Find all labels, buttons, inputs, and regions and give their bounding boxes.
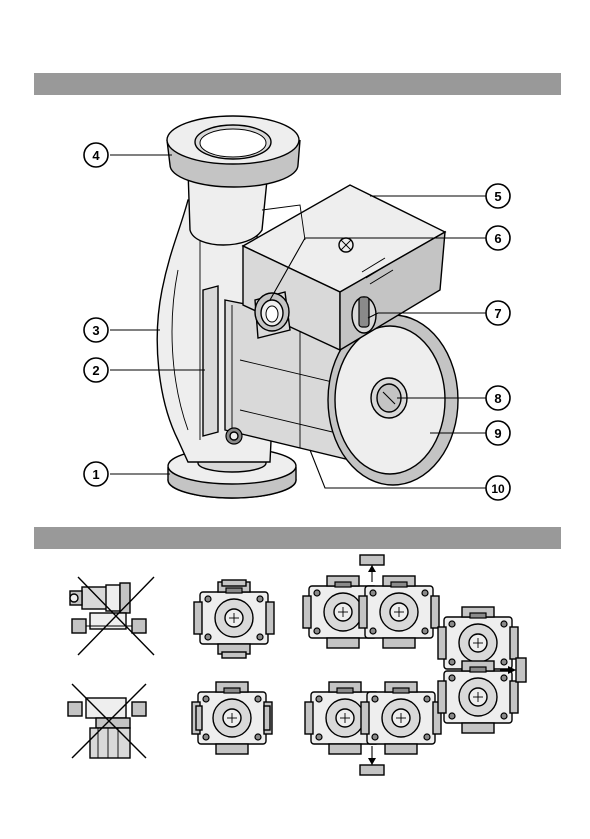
callout-7: 7 [486,301,510,325]
callout-3: 3 [84,318,108,342]
svg-text:7: 7 [494,306,501,321]
svg-text:4: 4 [92,148,100,163]
callout-5: 5 [486,184,510,208]
speed-switch [352,297,376,333]
callout-8: 8 [486,386,510,410]
install-position-not-allowed-bottom [68,684,146,758]
callout-1: 1 [84,462,108,486]
svg-text:8: 8 [494,391,501,406]
svg-text:6: 6 [494,231,501,246]
cable-gland [255,292,290,338]
install-position-allowed-single-bottom [192,682,272,754]
install-position-allowed-twin-top [303,555,439,648]
svg-text:3: 3 [92,323,99,338]
callout-9: 9 [486,421,510,445]
upper-flange [167,116,300,187]
svg-text:9: 9 [494,426,501,441]
callout-10: 10 [486,476,510,500]
install-position-allowed-twin-horizontal [438,607,526,733]
install-position-allowed-single-top [194,580,274,658]
install-position-not-allowed-top [70,577,154,655]
svg-text:1: 1 [92,467,99,482]
install-position-allowed-twin-bottom [305,682,441,775]
callout-6: 6 [486,226,510,250]
svg-text:10: 10 [491,482,505,496]
callout-4: 4 [84,143,108,167]
svg-text:5: 5 [494,189,501,204]
callout-2: 2 [84,358,108,382]
svg-text:2: 2 [92,363,99,378]
